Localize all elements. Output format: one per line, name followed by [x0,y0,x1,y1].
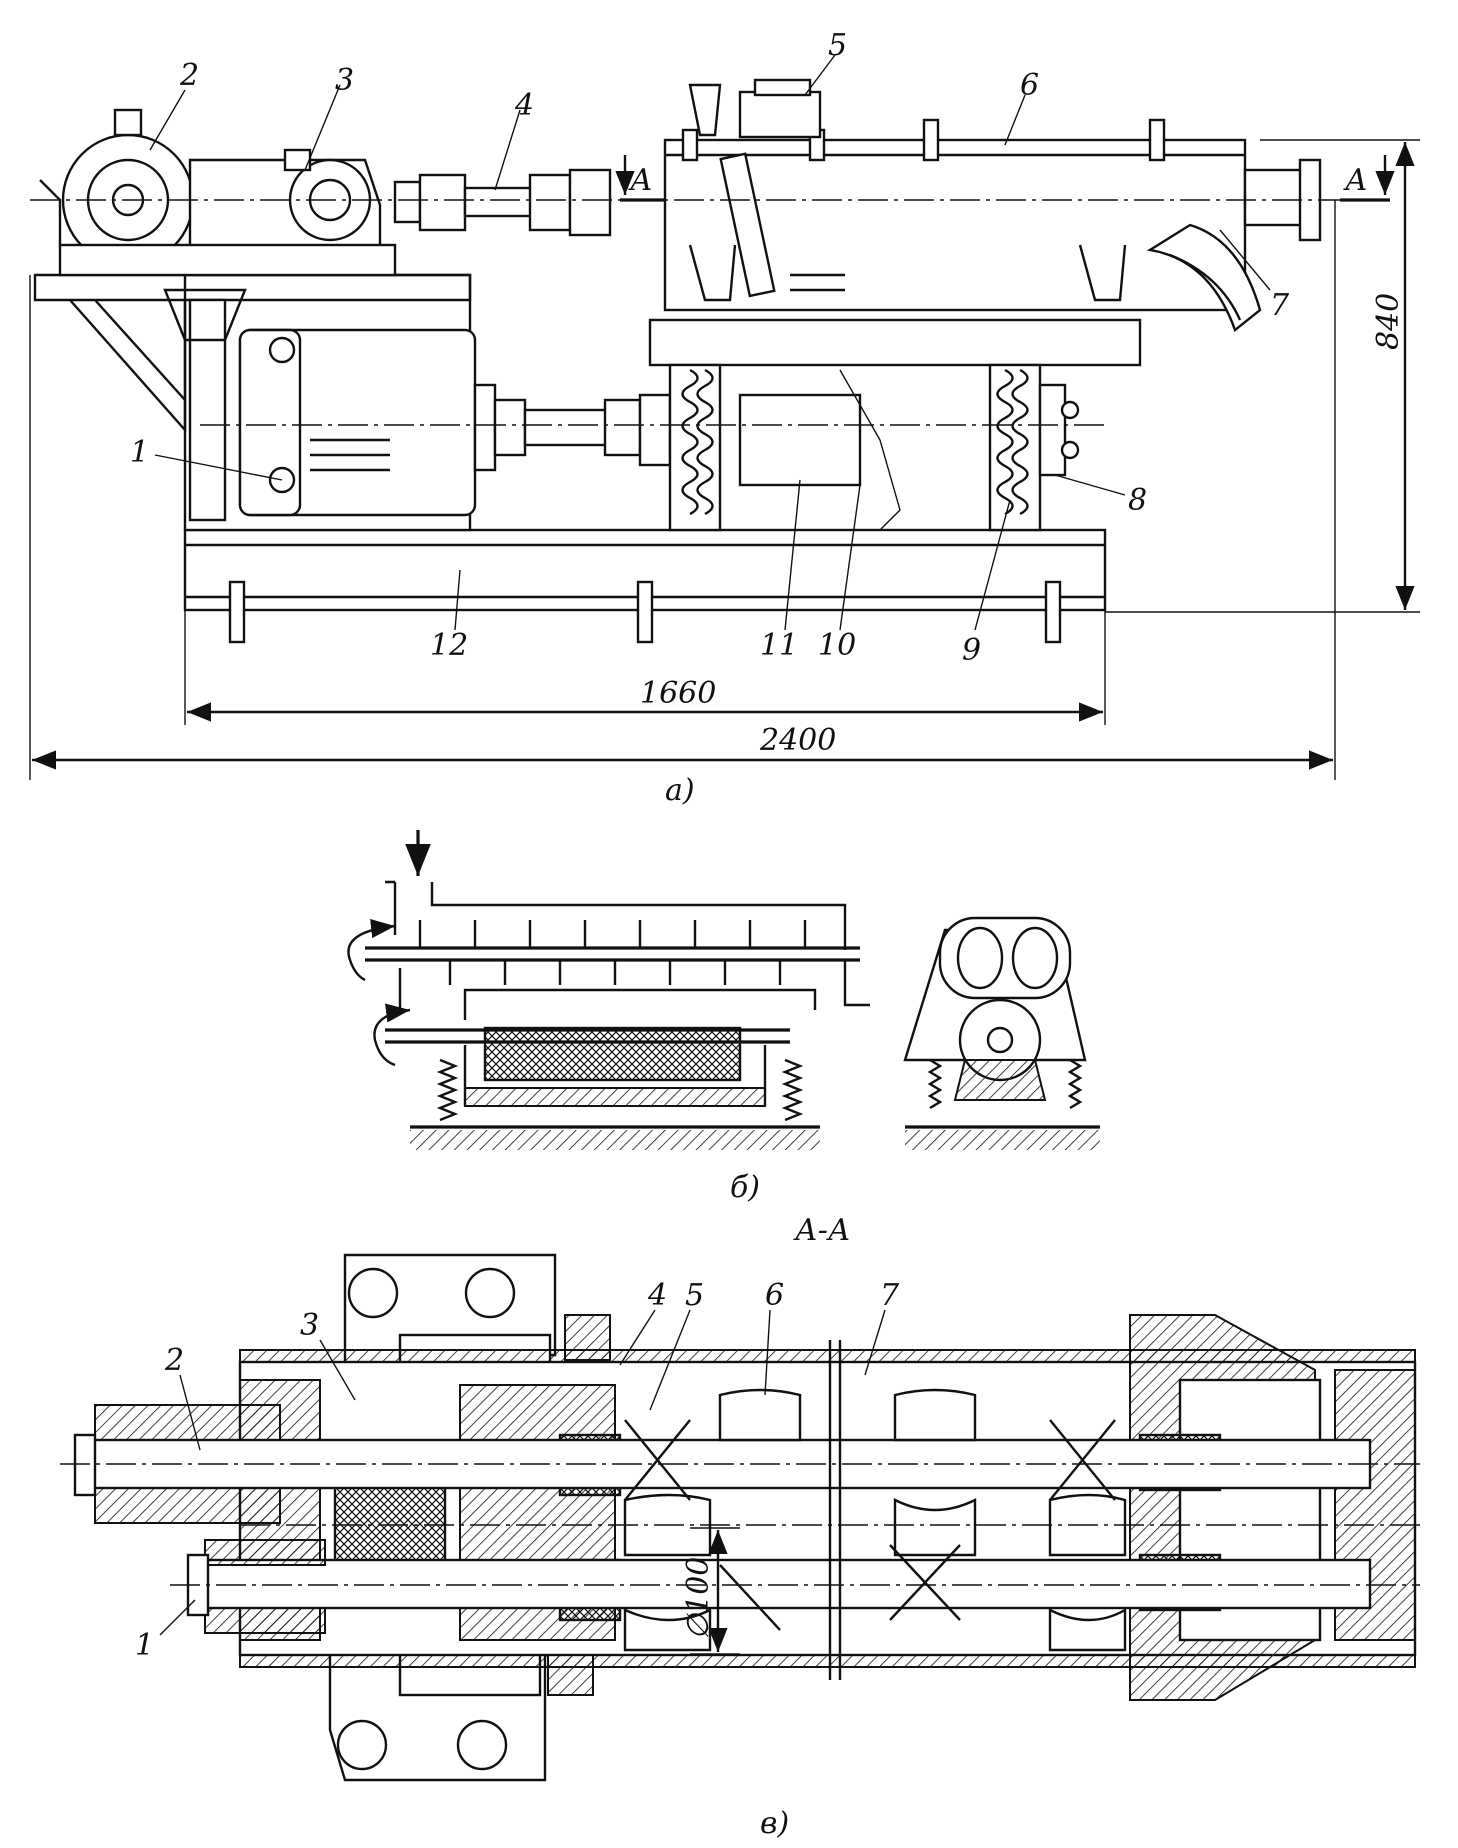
label-a-6: 6 [1020,68,1039,103]
svg-text:А: А [628,163,653,198]
label-a-7: 7 [1270,288,1290,323]
svg-text:А: А [1343,163,1368,198]
figure-b-scheme: б) [347,830,1100,1205]
figure-a-general-view: А А 1660 2400 840 [29,28,1420,808]
label-a-2: 2 [179,58,199,93]
reducer-gearbox [39,108,397,277]
lower-coupling-shaft [493,393,672,467]
label-a-4: 4 [514,88,534,123]
mixer-trough [663,78,1322,332]
section-marks: А А [615,155,1395,202]
dimension-840: 840 [1371,293,1406,350]
label-a-12: 12 [430,628,468,663]
label-c-4: 4 [647,1278,667,1313]
figure-c-section: А-А [60,1213,1420,1841]
caption-c: в) [760,1806,789,1841]
label-a-1: 1 [130,435,149,470]
label-c-2: 2 [164,1343,184,1378]
label-a-5: 5 [828,28,847,63]
label-c-5: 5 [685,1278,704,1313]
vibrator-unbalance [738,393,862,487]
electric-motor [238,328,497,517]
label-a-8: 8 [1128,483,1147,518]
label-c-7: 7 [880,1278,900,1313]
label-c-6: 6 [765,1278,784,1313]
caption-a: а) [665,773,695,808]
anchor-bolts [228,580,1062,644]
dimension-2400: 2400 [759,723,836,758]
caption-b: б) [730,1170,760,1205]
label-a-3: 3 [335,63,354,98]
dimension-1660: 1660 [640,676,716,711]
label-a-9: 9 [962,633,981,668]
section-title: А-А [793,1213,851,1248]
label-c-3: 3 [300,1308,319,1343]
diameter-label: ∅100 [681,1557,716,1640]
springs [681,368,1029,516]
label-a-11: 11 [760,628,798,663]
label-c-1: 1 [135,1628,154,1663]
upper-coupling-shaft [393,168,612,237]
label-a-10: 10 [818,628,856,663]
spring-table [648,318,1142,367]
